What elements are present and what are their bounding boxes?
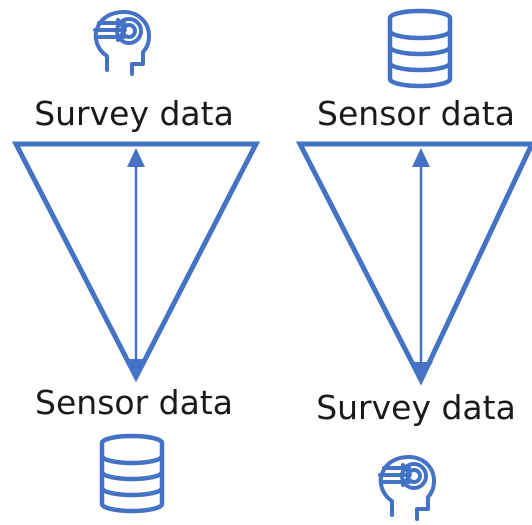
right-bottom-label: Survey data	[316, 388, 516, 427]
funnel-triangle	[11, 141, 261, 383]
left-bottom-label: Sensor data	[35, 383, 233, 422]
arrow-tail-icon	[409, 362, 433, 380]
head-brain-icon	[93, 10, 151, 76]
arrow-head-icon	[412, 148, 430, 167]
database-icon	[102, 436, 162, 511]
arrow-head-icon	[127, 148, 145, 167]
funnel-triangle	[295, 141, 532, 386]
left-panel	[11, 10, 261, 511]
database-icon	[390, 11, 450, 86]
right-panel	[295, 11, 532, 521]
arrow-tail-icon	[124, 359, 148, 377]
right-top-label: Sensor data	[317, 94, 515, 133]
head-brain-icon	[378, 455, 436, 521]
left-top-label: Survey data	[34, 94, 234, 133]
